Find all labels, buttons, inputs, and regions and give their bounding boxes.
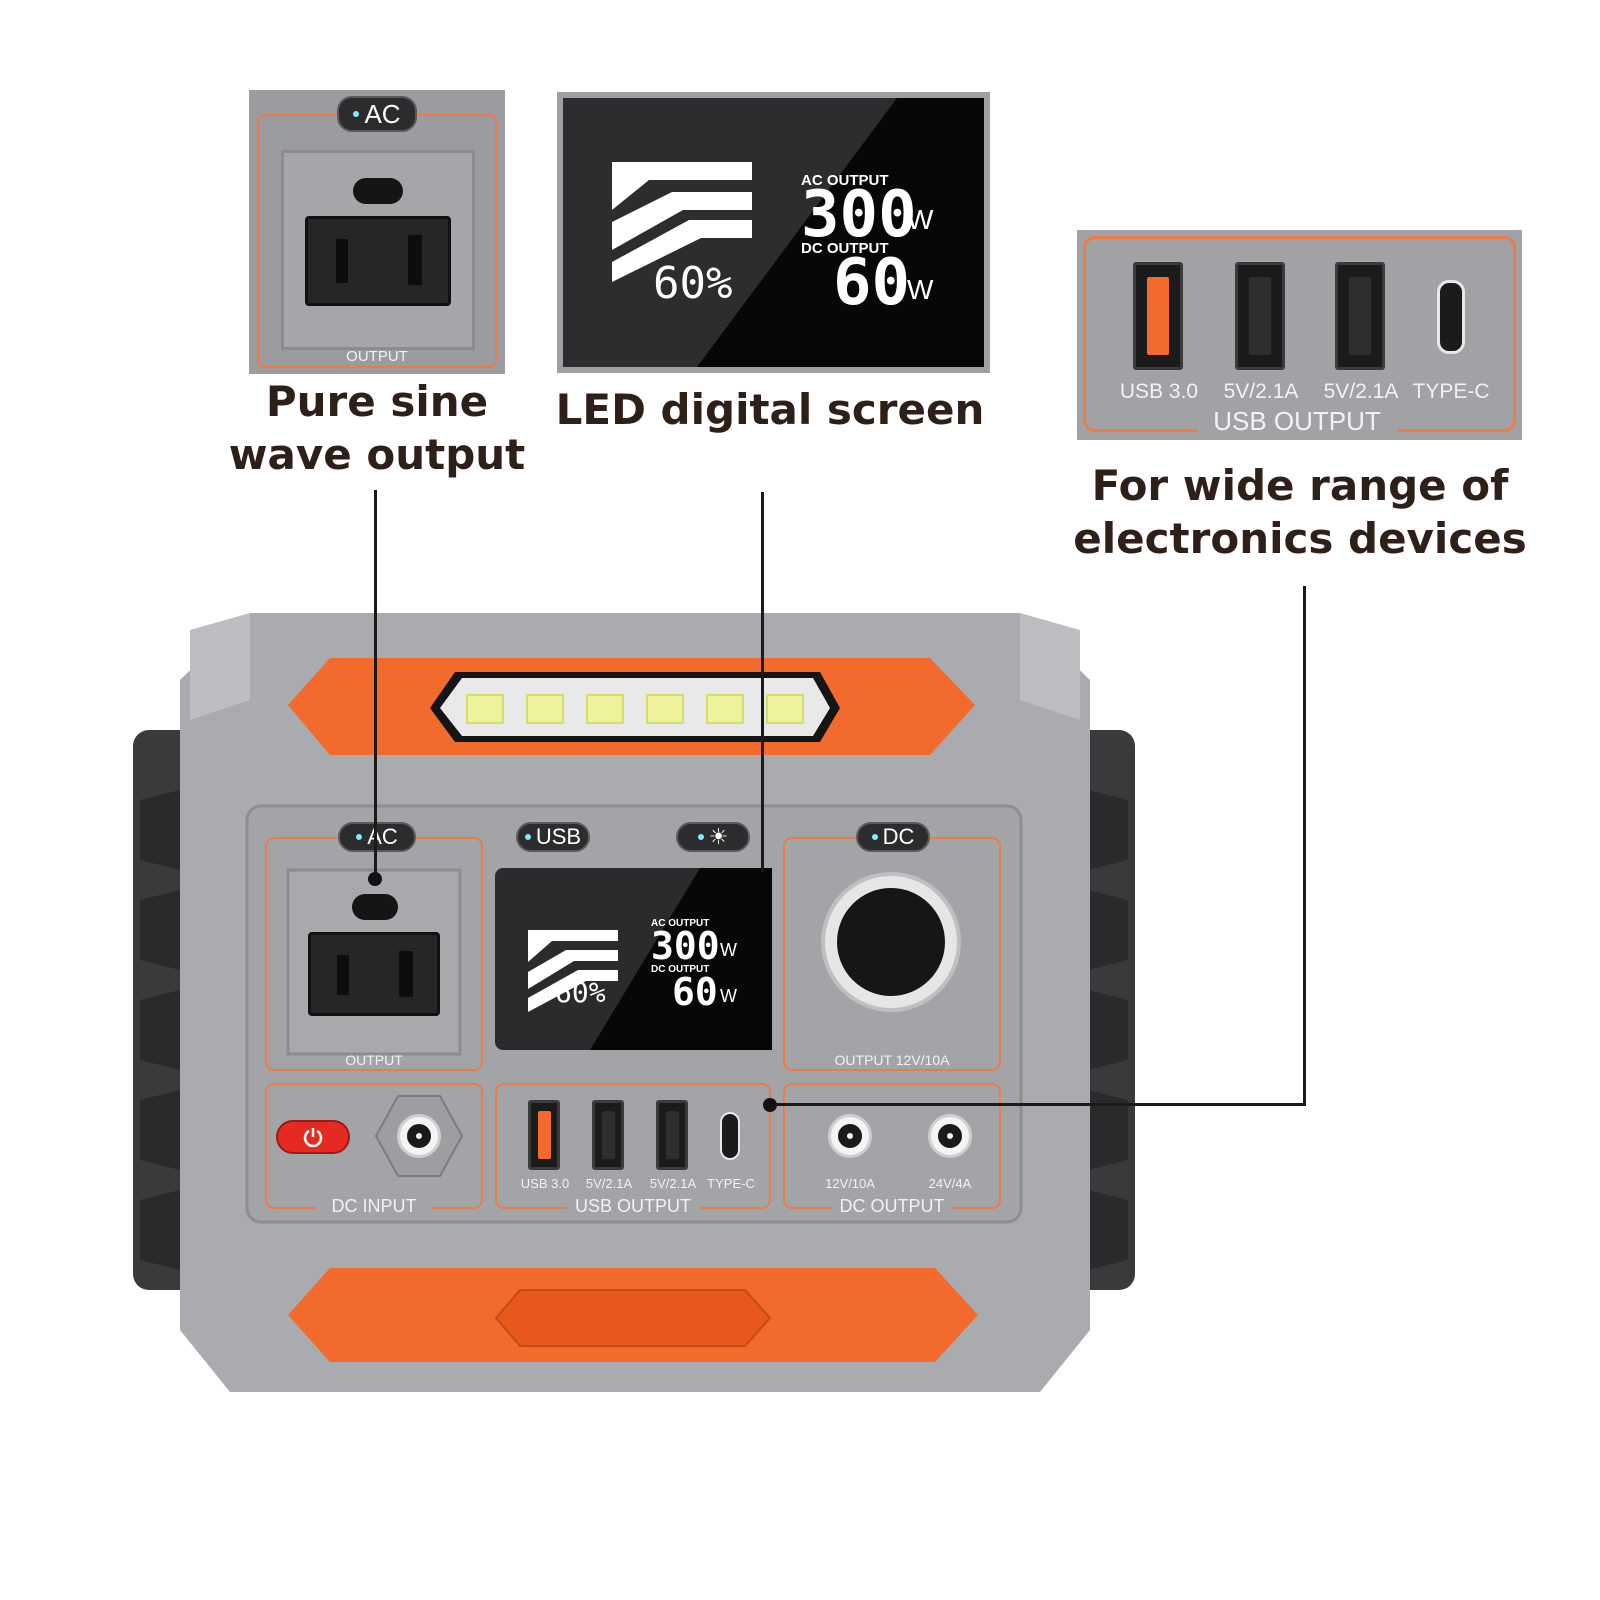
panel-usb-button[interactable]: USB [516, 822, 590, 852]
panel-usb3-label: USB 3.0 [520, 1176, 570, 1191]
panel-dc-button[interactable]: DC [856, 822, 930, 852]
panel-dc-label: DC [882, 824, 915, 849]
panel-screen-dc-label: DC OUTPUT [651, 964, 710, 975]
dc-output-port-12v[interactable] [828, 1114, 872, 1158]
panel-ac-slot-left [337, 955, 349, 995]
screen-closeup-dc-unit: W [907, 274, 934, 305]
panel-screen-ac-label: AC OUTPUT [651, 918, 710, 929]
panel-dc-output-label: DC OUTPUT [832, 1196, 952, 1217]
usb-closeup-port-usb3[interactable] [1133, 262, 1183, 370]
led-cell-1 [466, 694, 504, 724]
caption-screen-line-1: LED digital screen [555, 385, 985, 434]
usb-closeup-label-usb3: USB 3.0 [1119, 380, 1199, 403]
ac-indicator-led [353, 111, 360, 117]
screen-closeup: 60% AC OUTPUT 300 W DC OUTPUT 60 W [557, 92, 990, 373]
screen-closeup-dc-value: 60 [833, 246, 911, 320]
usb-closeup: USB 3.0 5V/2.1A 5V/2.1A TYPE-C USB OUTPU… [1077, 230, 1522, 440]
screen-closeup-ac-unit: W [907, 204, 934, 235]
usb-closeup-output-label: USB OUTPUT [1197, 406, 1397, 437]
panel-ac-button[interactable]: AC [338, 822, 416, 852]
led-cell-4 [646, 694, 684, 724]
panel-usb-output-label: USB OUTPUT [566, 1196, 700, 1217]
panel-dc-input-label: DC INPUT [316, 1196, 432, 1217]
dc-output-label-24v: 24V/4A [928, 1176, 972, 1191]
screen-closeup-dc-label: DC OUTPUT [801, 240, 889, 257]
power-button[interactable] [276, 1120, 350, 1154]
screen-closeup-display [563, 98, 984, 367]
dc-output-label-12v: 12V/10A [825, 1176, 875, 1191]
caption-ac: Pure sine wave output [200, 376, 554, 481]
panel-ac-slot-right [399, 951, 413, 997]
panel-light-led [697, 834, 704, 840]
usb-closeup-label-5v-2: 5V/2.1A [1323, 380, 1399, 403]
caption-usb-line-2: electronics devices [1073, 513, 1527, 563]
panel-usb3-port[interactable] [528, 1100, 560, 1170]
dc-input-port[interactable] [397, 1114, 441, 1158]
caption-ac-line-2: wave output [228, 429, 526, 479]
panel-usb-5v-port-2[interactable] [656, 1100, 688, 1170]
screen-closeup-percent-sign: % [705, 258, 733, 309]
light-icon: ☀ [708, 824, 729, 849]
ac-socket[interactable] [305, 216, 451, 306]
ac-outlet-closeup: AC OUTPUT [249, 90, 505, 374]
panel-typec-label: TYPE-C [707, 1176, 755, 1191]
panel-screen-percent-sign: % [588, 976, 606, 1009]
panel-screen-ac-unit: W [720, 940, 737, 960]
leader-ac-dot [368, 872, 382, 886]
led-cell-6 [766, 694, 804, 724]
screen-closeup-ac-label: AC OUTPUT [801, 172, 889, 189]
leader-usb-vertical [1303, 586, 1306, 1106]
caption-ac-line-1: Pure sine [265, 377, 489, 426]
usb-closeup-port-typec[interactable] [1437, 280, 1465, 354]
panel-dc-led [871, 834, 878, 840]
led-cell-5 [706, 694, 744, 724]
panel-ac-ground-hole [352, 894, 398, 920]
panel-usb-5v-label-2: 5V/2.1A [649, 1176, 697, 1191]
panel-usb-led [524, 834, 531, 840]
led-cell-3 [586, 694, 624, 724]
panel-light-button[interactable]: ☀ [676, 822, 750, 852]
usb-closeup-port-5v-2[interactable] [1335, 262, 1385, 370]
leader-ac [374, 490, 377, 880]
panel-dc-car-output-label: OUTPUT 12V/10A [834, 1052, 950, 1068]
panel-ac-output-label: OUTPUT [345, 1052, 403, 1068]
caption-usb: For wide range of electronics devices [1040, 460, 1560, 565]
screen-closeup-percent-value: 60 [653, 258, 706, 309]
panel-ac-led [356, 834, 363, 840]
leader-usb-dot [763, 1098, 777, 1112]
ac-button-label: AC [364, 98, 401, 129]
led-light-bar [462, 694, 812, 726]
panel-screen-dc-unit: W [720, 986, 737, 1006]
panel-ac-label: AC [367, 824, 398, 849]
panel-screen-dc-value: 60 [672, 970, 718, 1014]
ac-socket-slot-left [336, 239, 348, 283]
led-cell-2 [526, 694, 564, 724]
panel-ac-socket[interactable] [308, 932, 440, 1016]
dc-output-port-24v[interactable] [928, 1114, 972, 1158]
caption-screen: LED digital screen [540, 384, 1000, 437]
usb-closeup-port-5v-1[interactable] [1235, 262, 1285, 370]
usb-closeup-label-typec: TYPE-C [1412, 380, 1490, 403]
leader-usb-horizontal [770, 1103, 1306, 1106]
panel-typec-port[interactable] [720, 1112, 740, 1160]
usb-closeup-label-5v-1: 5V/2.1A [1223, 380, 1299, 403]
caption-usb-line-1: For wide range of [1091, 461, 1509, 510]
panel-usb-label: USB [535, 824, 582, 849]
panel-screen-percent: 60% [555, 976, 606, 1009]
power-icon [303, 1128, 323, 1148]
panel-screen-ac-value: 300 [651, 924, 720, 968]
ac-ground-hole [353, 178, 403, 204]
ac-button[interactable]: AC [337, 96, 417, 132]
screen-closeup-ac-value: 300 [801, 178, 917, 252]
panel-usb-5v-port-1[interactable] [592, 1100, 624, 1170]
panel-screen-percent-value: 60 [555, 976, 589, 1009]
panel-usb-5v-label-1: 5V/2.1A [585, 1176, 633, 1191]
ac-socket-slot-right [408, 235, 422, 285]
leader-screen [761, 492, 764, 872]
ac-output-label: OUTPUT [346, 348, 408, 365]
car-socket[interactable] [823, 874, 959, 1010]
battery-bars-icon [612, 162, 752, 282]
screen-closeup-percent: 60% [653, 258, 732, 309]
